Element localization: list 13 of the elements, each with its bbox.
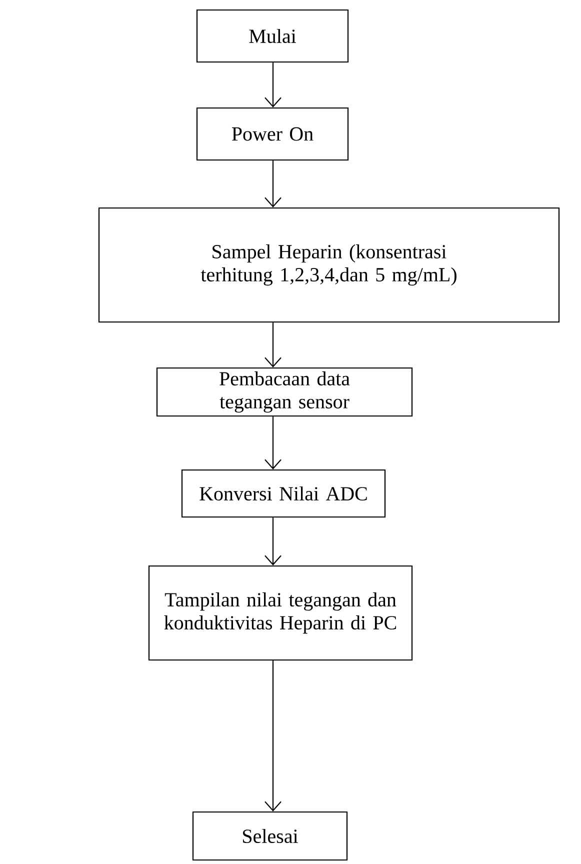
process-box: Sampel Heparin (konsentrasi terhitung 1,2,3,4,dan 5 mg/mL): [98, 207, 560, 323]
process-box: Selesai: [192, 811, 348, 861]
arrow: [264, 322, 282, 368]
process-box: Pembacaan data tegangan sensor: [156, 367, 413, 417]
process-box: Mulai: [196, 9, 349, 63]
arrow: [264, 416, 282, 470]
arrow: [264, 518, 282, 566]
process-box: Tampilan nilai tegangan dan konduktivitas Heparin di PC: [148, 565, 413, 661]
arrow: [264, 660, 282, 812]
arrow: [264, 62, 282, 108]
process-box: Konversi Nilai ADC: [181, 469, 386, 518]
arrow: [264, 160, 282, 208]
process-box: Power On: [196, 107, 349, 161]
